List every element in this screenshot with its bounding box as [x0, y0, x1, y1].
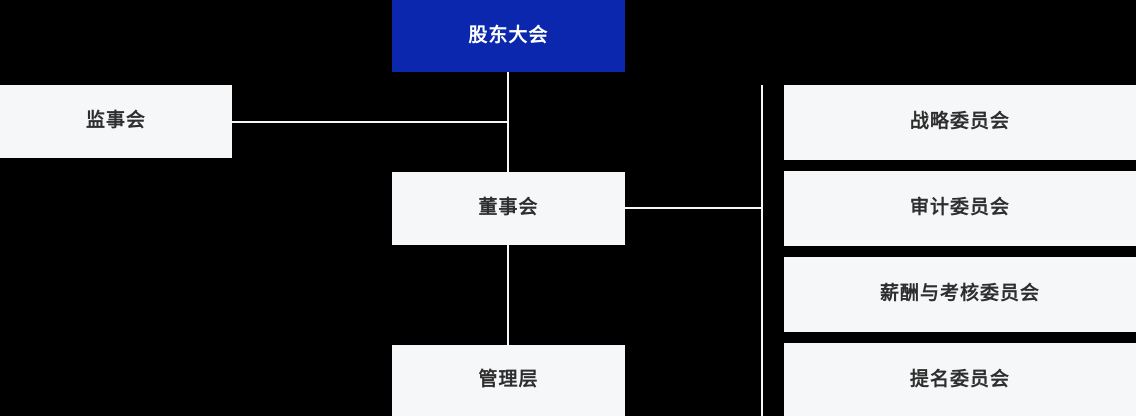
- node-committee-audit[interactable]: 审计委员会: [784, 171, 1136, 246]
- connector-committees-vertical-trunk: [761, 85, 763, 416]
- connector-shareholders-to-board: [507, 72, 509, 172]
- connector-board-to-committees: [625, 207, 763, 209]
- connector-supervisors-to-trunk: [232, 121, 508, 123]
- node-board-of-directors[interactable]: 董事会: [392, 172, 625, 245]
- node-management[interactable]: 管理层: [392, 345, 625, 416]
- connector-board-to-management: [507, 245, 509, 345]
- node-shareholders-meeting[interactable]: 股东大会: [392, 0, 625, 72]
- node-committee-strategy[interactable]: 战略委员会: [784, 85, 1136, 160]
- node-committee-nomination[interactable]: 提名委员会: [784, 343, 1136, 416]
- node-board-of-supervisors[interactable]: 监事会: [0, 85, 232, 158]
- node-committee-remuneration-appraisal[interactable]: 薪酬与考核委员会: [784, 257, 1136, 332]
